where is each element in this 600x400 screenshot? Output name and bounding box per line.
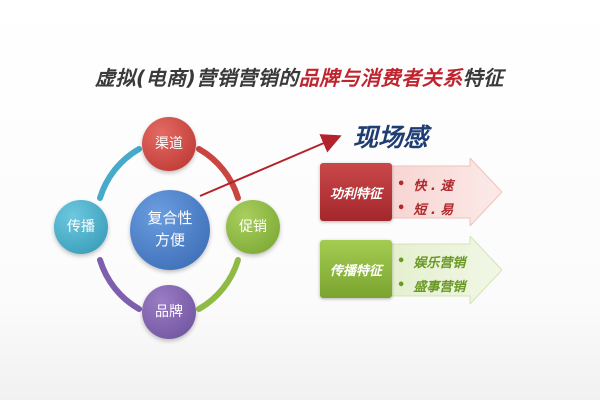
list-item: • 娱乐营销 <box>397 249 465 273</box>
node-promotion: 促销 <box>226 200 280 254</box>
feature-arrow-2 <box>378 236 502 304</box>
feature-1-item-2: 短 . 易 <box>413 202 454 218</box>
feature-2-item-2: 盛事营销 <box>413 279 466 295</box>
feature-2-list: • 娱乐营销 • 盛事营销 <box>397 249 465 297</box>
node-center: 复合性 方便 <box>130 190 210 270</box>
presence-label: 现场感 <box>353 123 429 152</box>
list-item: • 盛事营销 <box>397 273 465 297</box>
bullet-icon: • <box>397 277 406 293</box>
ring-arc-top-right <box>196 146 241 201</box>
center-line-1: 复合性 <box>147 209 193 228</box>
node-channel: 渠道 <box>142 117 196 171</box>
title-part2: 特征 <box>462 66 504 90</box>
node-communication: 传播 <box>54 200 108 254</box>
slide-title: 虚拟(电商)营销营销的品牌与消费者关系特征 <box>95 62 575 91</box>
node-brand: 品牌 <box>142 285 196 339</box>
feature-1-list: • 快 . 速 • 短 . 易 <box>397 172 453 220</box>
list-item: • 短 . 易 <box>397 196 453 220</box>
title-part1: 虚拟(电商)营销营销的 <box>95 66 299 90</box>
bullet-icon: • <box>397 200 406 216</box>
title-highlight: 品牌与消费者关系 <box>298 66 463 90</box>
ring-arc-right-bottom <box>196 257 241 312</box>
feature-arrow-1-shape <box>378 158 502 226</box>
ring-arc-left-top <box>97 146 142 201</box>
list-item: • 快 . 速 <box>397 172 453 196</box>
ring-arc-bottom-left <box>97 257 142 312</box>
presence-arrow <box>199 134 342 197</box>
center-line-2: 方便 <box>154 231 185 249</box>
node-brand-label: 品牌 <box>155 303 183 320</box>
feature-1-item-1: 快 . 速 <box>413 178 454 194</box>
node-promotion-label: 促销 <box>239 218 267 235</box>
bullet-icon: • <box>397 176 406 192</box>
feature-arrow-1 <box>378 158 502 226</box>
feature-2-item-1: 娱乐营销 <box>413 255 466 271</box>
feature-1-label: 功利特征 <box>320 163 392 221</box>
feature-2-label: 传播特征 <box>320 240 392 298</box>
feature-arrow-2-shape <box>378 236 502 304</box>
node-channel-label: 渠道 <box>155 135 183 152</box>
node-communication-label: 传播 <box>67 218 95 235</box>
bullet-icon: • <box>397 253 406 269</box>
